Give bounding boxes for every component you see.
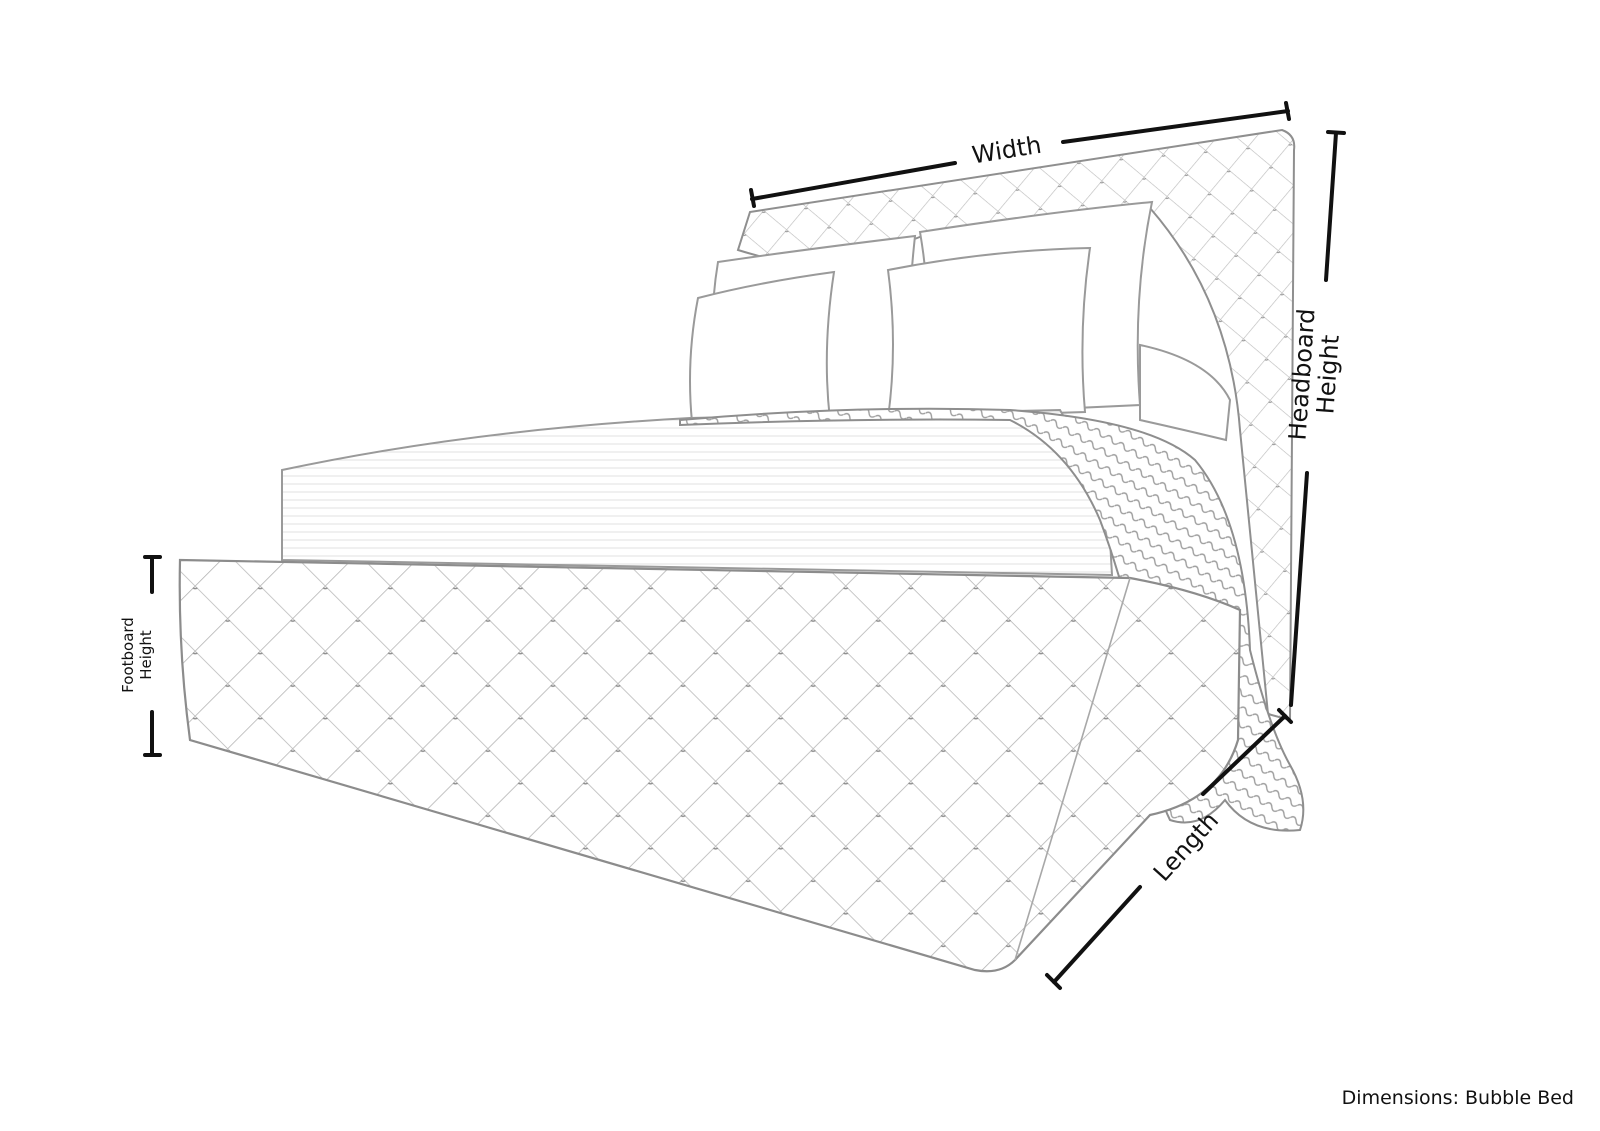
pillow-side — [1139, 343, 1232, 442]
length-dimension — [1045, 708, 1293, 990]
pillow-front-right — [886, 246, 1092, 420]
pillow-front-left — [689, 270, 836, 424]
length-tick-top — [1277, 708, 1293, 724]
width-label: Width — [970, 131, 1043, 170]
diagram-caption: Dimensions: Bubble Bed — [1341, 1087, 1574, 1109]
headboard-height-line-top — [1324, 131, 1338, 282]
footboard-height-label-line1: Footboard — [119, 617, 137, 693]
length-line-bottom — [1052, 885, 1142, 984]
width-line-right — [1061, 109, 1290, 144]
knitted-throw — [679, 407, 1305, 832]
length-tick-bottom — [1045, 973, 1062, 990]
headboard-height-line-bottom — [1289, 471, 1309, 707]
footboard-height-dimension — [143, 555, 162, 757]
mattress — [281, 408, 1114, 577]
footboard-height-label-line2: Height — [137, 630, 155, 680]
headboard-height-label-line2: Height — [1311, 334, 1344, 415]
width-tick-left — [749, 188, 756, 208]
headboard-height-tick-top — [1326, 130, 1346, 135]
width-tick-right — [1284, 101, 1291, 121]
bed-base — [178, 558, 1242, 973]
length-line-top — [1201, 714, 1287, 796]
pillows — [689, 200, 1232, 442]
headboard-height-dimension — [1289, 130, 1346, 707]
width-line-left — [750, 161, 957, 201]
width-dimension — [749, 101, 1291, 208]
